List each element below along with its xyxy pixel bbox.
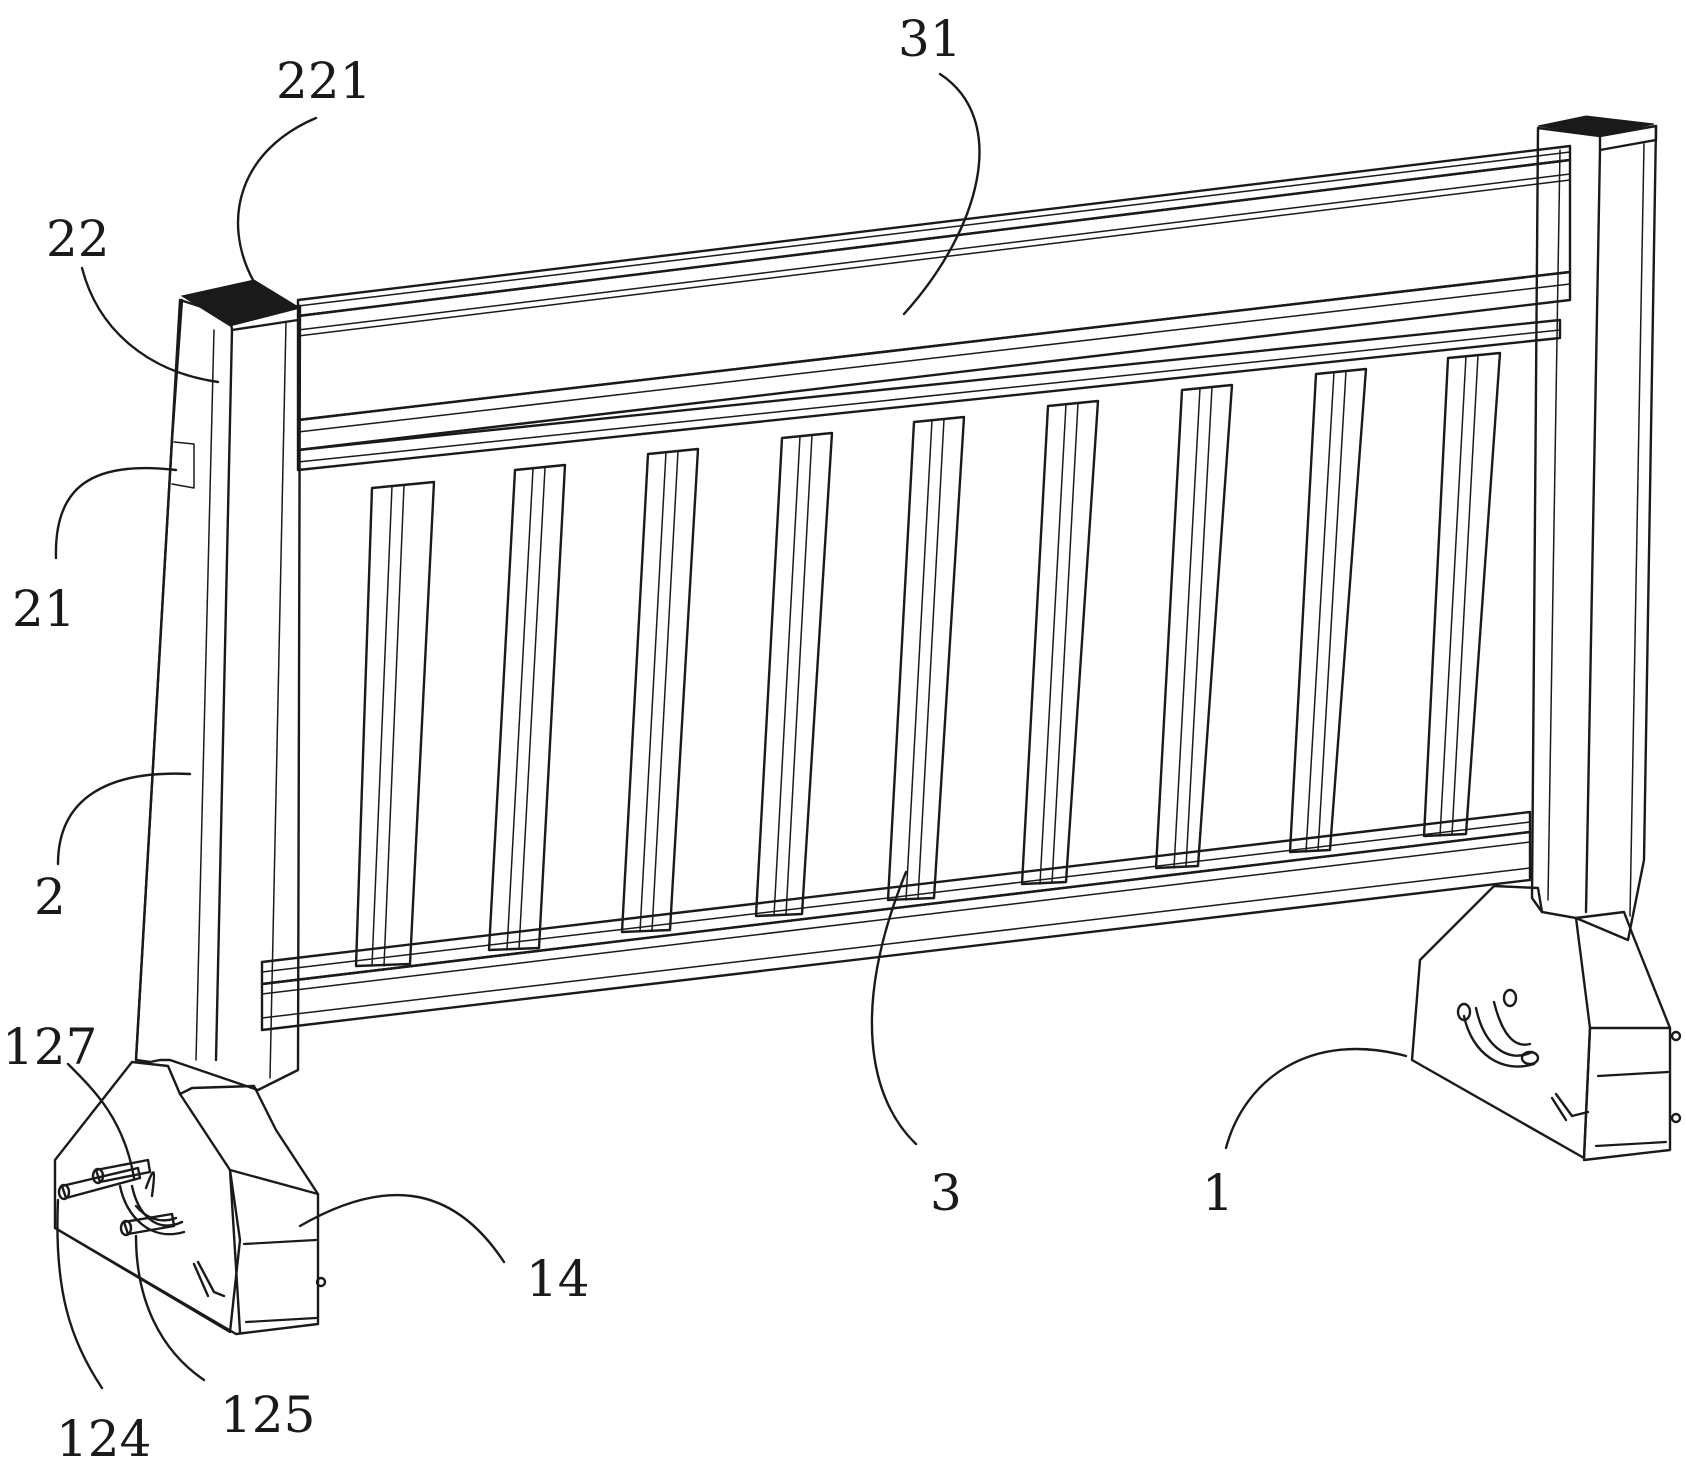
leader-line-124 — [57, 1200, 102, 1388]
leader-line-22 — [82, 268, 218, 382]
label-14: 14 — [526, 1250, 590, 1308]
label-22: 22 — [46, 210, 110, 268]
leader-line-2 — [58, 774, 190, 864]
top-rail — [298, 146, 1570, 470]
picket — [1290, 369, 1366, 852]
bottom-rail — [262, 812, 1530, 1030]
label-31: 31 — [898, 10, 962, 68]
right-base — [1412, 886, 1680, 1160]
leader-line-1 — [1226, 1049, 1406, 1148]
label-3: 3 — [930, 1164, 962, 1222]
picket — [1156, 385, 1232, 868]
picket — [356, 482, 434, 966]
picket — [622, 449, 698, 932]
left-base — [55, 1062, 325, 1334]
picket — [489, 465, 565, 950]
label-125: 125 — [220, 1386, 315, 1444]
leader-line-21 — [56, 468, 176, 558]
picket — [756, 433, 832, 916]
leader-line-221 — [238, 118, 316, 282]
picket — [1424, 353, 1500, 836]
label-124: 124 — [56, 1410, 151, 1464]
left-base-hardware — [59, 1160, 184, 1235]
label-1: 1 — [1202, 1164, 1234, 1222]
label-127: 127 — [2, 1018, 97, 1076]
leader-line-3 — [872, 872, 916, 1144]
picket — [1022, 401, 1098, 884]
leader-line-31 — [904, 74, 979, 314]
right-post — [1532, 116, 1656, 940]
leader-line-14 — [300, 1195, 504, 1262]
picket — [888, 417, 964, 900]
label-21: 21 — [12, 580, 76, 638]
label-221: 221 — [276, 52, 371, 110]
left-post — [136, 280, 300, 1090]
leader-line-127 — [68, 1064, 134, 1178]
label-2: 2 — [34, 868, 66, 926]
reference-labels: 31 221 22 21 2 127 124 125 14 3 1 — [2, 10, 1234, 1464]
